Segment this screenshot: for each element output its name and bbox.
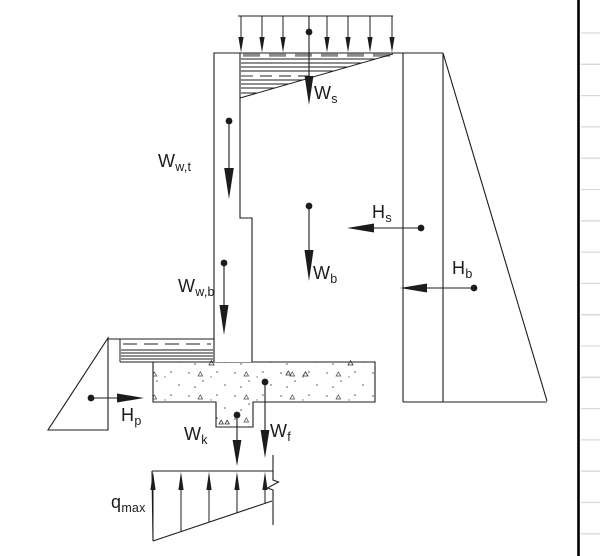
force-arrow-hb <box>400 283 478 293</box>
force-arrow-wf <box>260 378 270 458</box>
label-wwt: Ww,t <box>158 151 192 174</box>
label-wwb: Ww,b <box>178 276 215 299</box>
backfill-hatch-wedge <box>239 53 394 99</box>
bearing-pressure-diagram <box>150 470 273 542</box>
passive-pressure-triangle <box>46 336 109 431</box>
force-arrow-ws <box>304 16 314 105</box>
surcharge-arrowheads <box>238 37 395 53</box>
footing-and-key <box>152 359 376 428</box>
force-arrow-wwt <box>224 117 234 199</box>
break-line <box>266 455 280 525</box>
force-arrow-wwb <box>219 259 229 335</box>
force-arrow-wb <box>304 202 314 281</box>
force-arrow-hp <box>87 393 144 403</box>
bearing-arrowheads <box>150 471 268 490</box>
surcharge-load <box>238 15 395 53</box>
soil-column-and-pressure-wedge <box>402 52 548 403</box>
force-arrow-wk <box>232 411 242 466</box>
label-wf: Wf <box>270 421 291 444</box>
label-hp: Hp <box>121 405 142 428</box>
label-wb: Wb <box>313 263 338 286</box>
force-arrow-hs <box>347 223 425 233</box>
label-ws: Ws <box>314 83 338 106</box>
front-soil-strip <box>108 338 214 363</box>
backfill-surface <box>240 52 403 57</box>
label-hs: Hs <box>372 202 392 225</box>
label-hb: Hb <box>452 258 473 281</box>
label-qmax: qmax <box>111 492 146 515</box>
aggregate-triangles <box>208 359 354 425</box>
notebook-grid-lines <box>581 32 600 535</box>
label-wk: Wk <box>184 424 208 447</box>
wall-stem <box>213 52 253 362</box>
